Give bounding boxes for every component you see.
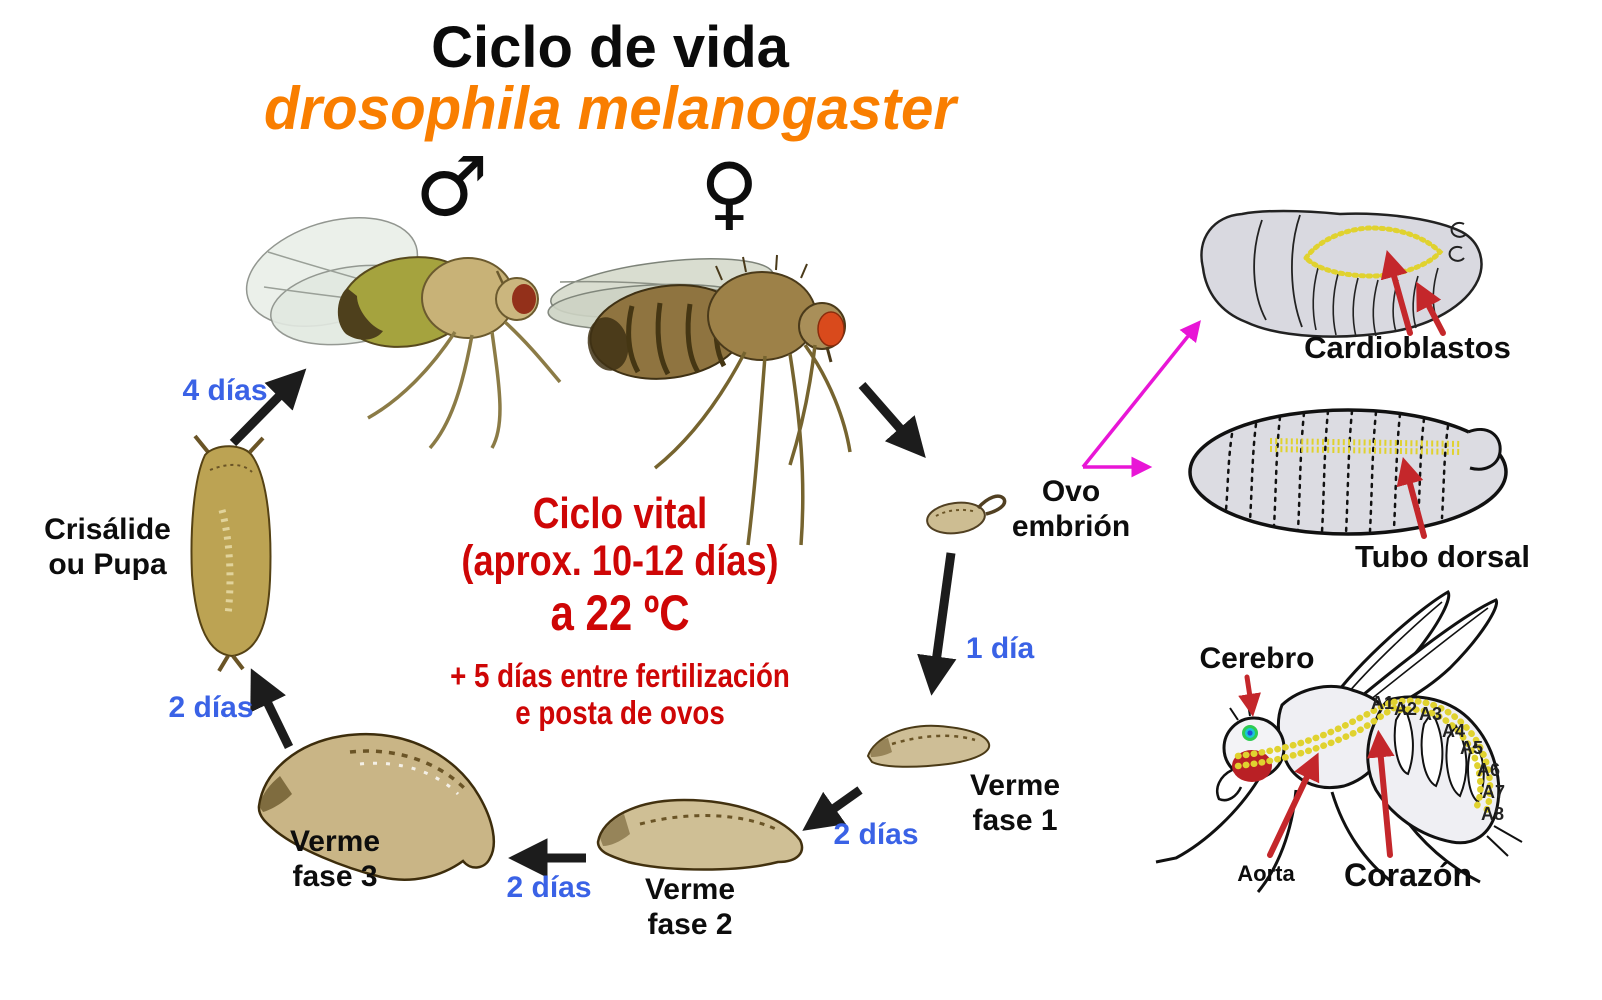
cardioblast-arrow-2	[1416, 281, 1446, 336]
brain-label: Cerebro	[1199, 642, 1315, 675]
segment-label-a6: A6	[1477, 760, 1501, 780]
aorta-heart-cell-line	[1234, 697, 1494, 816]
dorsal-tube-embryo-diagram	[1188, 408, 1508, 539]
duration-egg-larva1: 1 día	[965, 632, 1035, 665]
pupa-illustration	[190, 434, 272, 673]
cycle-note-line2: e posta de ovos	[515, 694, 725, 731]
egg-label: Ovo embrión	[1011, 475, 1131, 543]
species-subtitle: drosophila melanogaster	[263, 75, 957, 142]
segment-label-a1: A1	[1371, 693, 1395, 713]
arrow-pupa-to-adult	[229, 368, 307, 447]
dorsal-tube-label: Tubo dorsal	[1354, 539, 1531, 574]
cycle-arrows	[229, 368, 957, 878]
adult-fly-anatomy-diagram	[1155, 590, 1523, 893]
egg-illustration	[926, 494, 1007, 535]
duration-larva2-larva3: 2 días	[506, 871, 592, 904]
male-symbol: ♂	[415, 140, 489, 235]
larva1-illustration	[866, 724, 991, 768]
heart-label: Corazón	[1344, 857, 1472, 893]
arrow-larva1-to-larva2	[802, 786, 863, 831]
aorta-arrow	[1267, 752, 1320, 858]
brain-spot	[1242, 725, 1258, 741]
duration-pupa-adult: 4 días	[182, 374, 268, 407]
segment-label-a2: A2	[1394, 699, 1418, 719]
cardioblast-arrow-1	[1380, 250, 1413, 336]
female-fly-illustration	[547, 254, 852, 546]
duration-larva3-pupa: 2 días	[168, 691, 254, 724]
segment-label-a7: A7	[1482, 782, 1506, 802]
larva2-illustration	[596, 798, 804, 871]
segment-label-a3: A3	[1419, 704, 1443, 724]
brain-arrow	[1238, 674, 1261, 717]
heart-arrow	[1367, 729, 1395, 858]
cycle-summary-text: Ciclo vital (aprox. 10-12 días) a 22 ºC …	[410, 489, 830, 732]
pupa-label: Crisálide ou Pupa	[44, 513, 171, 581]
cycle-note-line1: + 5 días entre fertilización	[450, 657, 790, 694]
arrow-female-to-egg	[858, 382, 926, 458]
dorsal-tube-arrow	[1396, 457, 1427, 539]
duration-larva1-larva2: 2 días	[833, 818, 919, 851]
cycle-summary-line1: Ciclo vital	[532, 489, 708, 538]
arrow-egg-to-larva1	[917, 552, 957, 696]
cycle-summary-line2: (aprox. 10-12 días)	[461, 537, 779, 585]
arrow-egg-to-cardioblast-embryo	[1081, 320, 1201, 469]
larva2-label: Verme fase 2	[644, 873, 736, 941]
cardioblasts-label: Cardioblastos	[1304, 330, 1511, 365]
segment-label-a8: A8	[1481, 804, 1505, 824]
male-fly-illustration	[245, 216, 562, 450]
larva3-label: Verme fase 3	[289, 825, 381, 893]
arrow-larva3-to-pupa	[250, 668, 294, 749]
aorta-label: Aorta	[1237, 861, 1295, 886]
cycle-summary-temperature: a 22 ºC	[550, 585, 690, 641]
cardioblast-embryo-diagram	[1200, 209, 1483, 338]
segment-label-a4: A4	[1442, 721, 1466, 741]
female-symbol: ♀	[700, 146, 759, 239]
page-title: Ciclo de vida	[431, 15, 789, 80]
egg-to-embryo-arrows	[1081, 320, 1201, 478]
larva3-illustration	[257, 733, 496, 881]
larva1-label: Verme fase 1	[969, 769, 1061, 837]
segment-label-a5: A5	[1460, 738, 1484, 758]
